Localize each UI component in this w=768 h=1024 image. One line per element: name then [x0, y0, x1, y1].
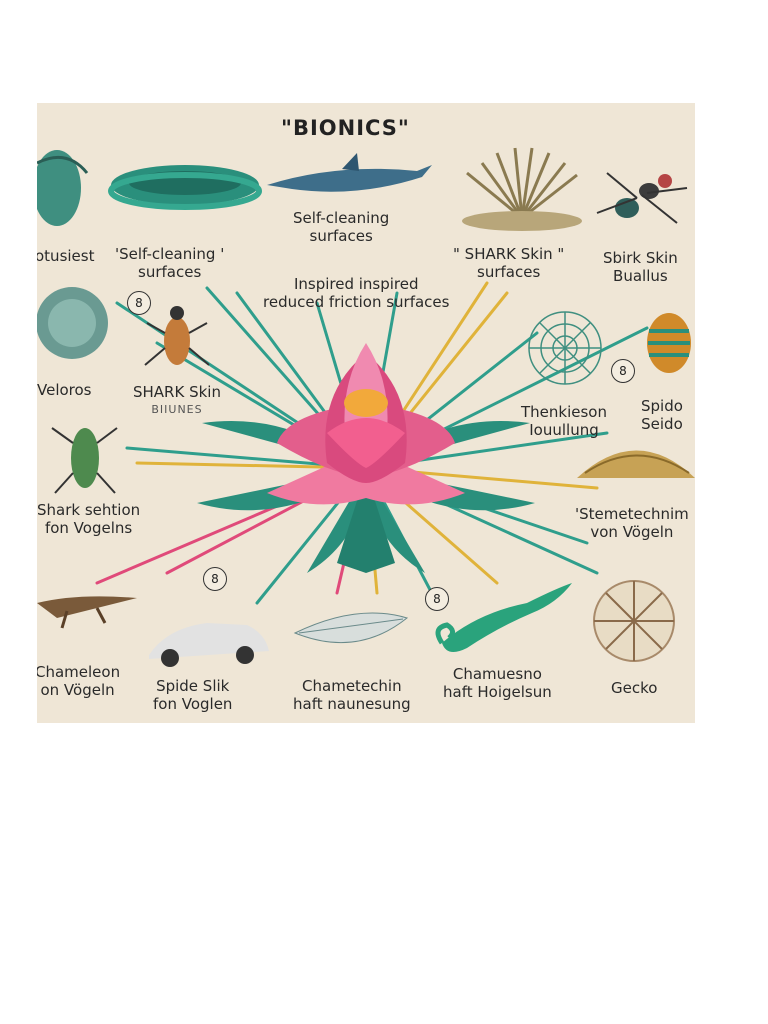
radial-seed-icon: [593, 580, 675, 662]
lotus-flower-icon: [197, 343, 535, 573]
number-badge: 8: [425, 587, 449, 611]
bionics-diagram: "BIONICS" otusiest 'Self-cleaning 'surfa…: [37, 103, 695, 723]
label-lotusiest: otusiest: [37, 247, 95, 265]
diagram-title: "BIONICS": [281, 116, 410, 140]
seed-mound-icon: [577, 450, 695, 478]
ant-icon: [596, 172, 688, 224]
shark-icon: [267, 153, 432, 192]
beetle-icon: [144, 306, 210, 366]
label-gecko: Gecko: [611, 679, 658, 697]
label-self-cleaning-left: 'Self-cleaning 'surfaces: [115, 245, 225, 281]
spider-web-icon: [528, 311, 602, 385]
leaf-net-icon: [293, 612, 409, 644]
number-badge: 8: [203, 567, 227, 591]
number-badge: 8: [127, 291, 151, 315]
sports-car-icon: [149, 623, 269, 667]
gecko-icon: [435, 583, 572, 652]
salamander-icon: [37, 596, 137, 629]
sea-urchin-icon: [462, 147, 582, 231]
label-veloros: Veloros: [37, 381, 92, 399]
ring-icon: [108, 165, 262, 210]
striped-beetle-icon: [647, 313, 691, 373]
pod-icon: [37, 150, 89, 226]
diagram-canvas: [37, 147, 695, 667]
microorganism-icon: [37, 287, 108, 359]
number-badge: 8: [611, 359, 635, 383]
label-shark-skin-surfaces: " SHARK Skin "surfaces: [453, 245, 565, 281]
grasshopper-icon: [51, 427, 118, 494]
